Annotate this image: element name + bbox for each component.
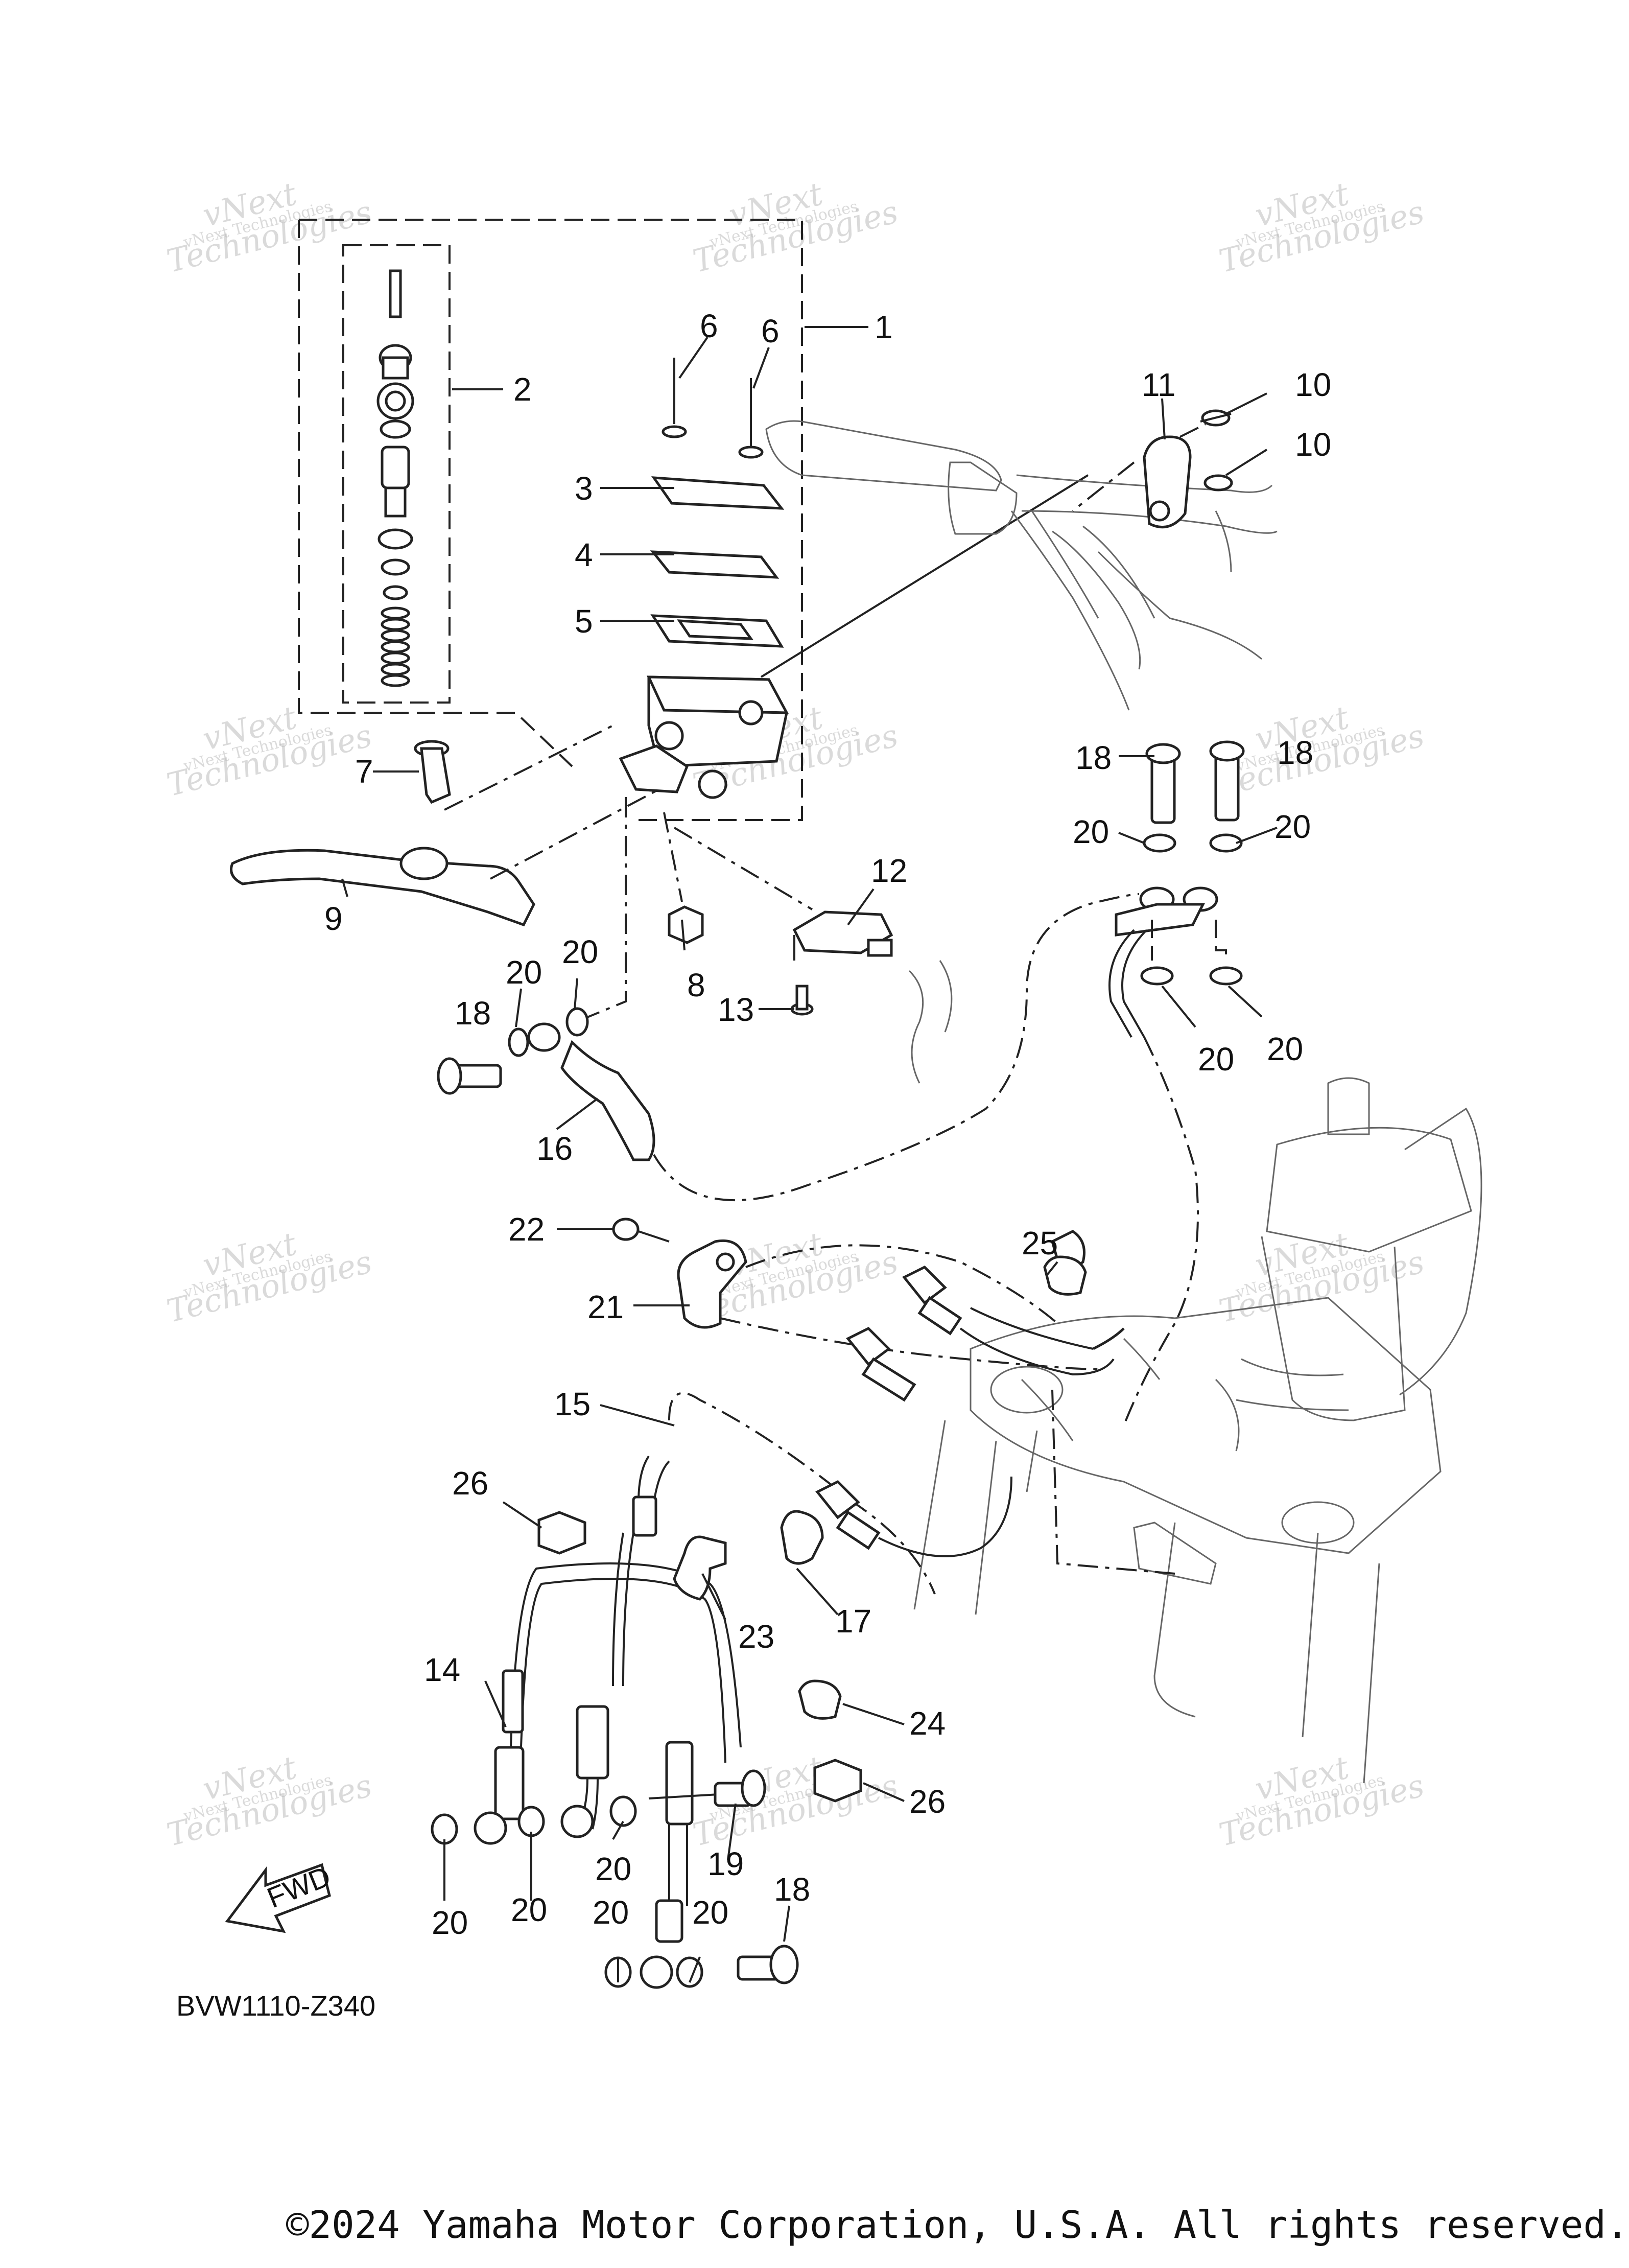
- callout-7: 7: [355, 753, 373, 790]
- callout-6a: 6: [700, 308, 718, 344]
- callout-6b: 6: [761, 313, 780, 349]
- fwd-arrow: FWD: [225, 1860, 335, 1933]
- callout-labels: 1 2 3 4 5 6 6 7 8 9 10 10 11 12 13 14 15…: [324, 308, 1331, 1941]
- callout-17: 17: [835, 1603, 871, 1640]
- callout-20i: 20: [595, 1851, 631, 1887]
- callout-18a: 18: [1075, 739, 1112, 776]
- callout-12: 12: [871, 852, 907, 889]
- callout-23: 23: [738, 1618, 774, 1655]
- callout-8: 8: [687, 967, 705, 1003]
- brake-lever-parts: [230, 724, 813, 1020]
- callout-21: 21: [587, 1289, 624, 1325]
- lever-holder-parts: [1072, 409, 1233, 529]
- brake-switch-parts: [790, 910, 953, 1084]
- callout-3: 3: [575, 470, 593, 507]
- callout-20b: 20: [1274, 808, 1311, 845]
- callout-20j: 20: [593, 1894, 629, 1931]
- callout-4: 4: [575, 536, 593, 573]
- callout-15: 15: [554, 1386, 591, 1422]
- master-cylinder-body: [619, 474, 1089, 799]
- callout-10b: 10: [1295, 426, 1331, 463]
- callout-26b: 26: [909, 1783, 946, 1820]
- reservoir-cap-parts: [650, 358, 785, 648]
- callout-18c: 18: [455, 995, 491, 1032]
- callout-10a: 10: [1295, 366, 1331, 403]
- callout-1: 1: [875, 309, 893, 345]
- callout-20g: 20: [432, 1904, 468, 1941]
- master-cylinder-kit: [376, 269, 414, 687]
- callout-20e: 20: [506, 954, 542, 991]
- callout-20d: 20: [1267, 1031, 1303, 1067]
- callout-20a: 20: [1073, 813, 1109, 850]
- diagram-code: BVW1110-Z340: [176, 1990, 375, 2022]
- callout-20h: 20: [511, 1891, 547, 1928]
- callout-11: 11: [1142, 366, 1175, 403]
- callout-25: 25: [1022, 1225, 1058, 1261]
- callout-2: 2: [513, 371, 532, 408]
- master-cylinder-assembly-box: [298, 219, 803, 821]
- callout-19: 19: [707, 1845, 744, 1882]
- callout-22: 22: [508, 1211, 545, 1248]
- callout-26a: 26: [452, 1465, 488, 1502]
- callout-16: 16: [536, 1130, 573, 1167]
- callout-18b: 18: [1277, 734, 1313, 771]
- handlebar-outline: [765, 420, 1278, 711]
- return-spring: [381, 606, 410, 687]
- callout-18d: 18: [774, 1871, 810, 1908]
- cable-guide-parts: [612, 1218, 1099, 1370]
- callout-13: 13: [718, 991, 754, 1028]
- right-brake-hose-fittings: [1108, 740, 1245, 1038]
- leader-lines: [341, 326, 1278, 1983]
- callout-20f: 20: [562, 933, 598, 970]
- left-brake-hose-fittings: [437, 893, 1199, 1426]
- callout-9: 9: [324, 900, 343, 937]
- callout-20c: 20: [1198, 1041, 1234, 1078]
- callout-14: 14: [424, 1651, 460, 1688]
- steering-head-outline: [913, 1077, 1482, 1784]
- hose-clamps: [537, 1255, 1087, 1803]
- callout-24: 24: [909, 1705, 946, 1742]
- copyright-notice: ©2024 Yamaha Motor Corporation, U.S.A. A…: [286, 2203, 1629, 2247]
- callout-20k: 20: [692, 1894, 728, 1931]
- callout-5: 5: [575, 603, 593, 640]
- cable-routing: [638, 1230, 1175, 1595]
